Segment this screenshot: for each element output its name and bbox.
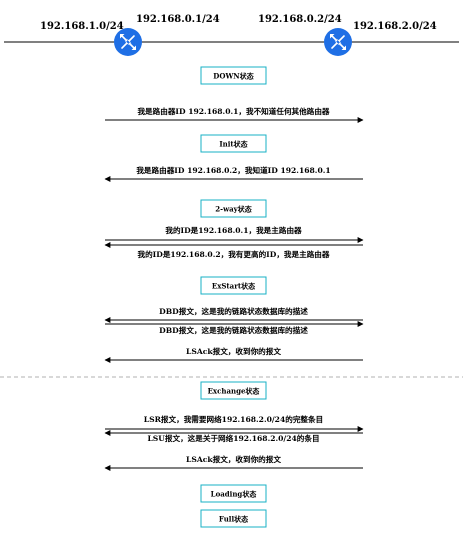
state-box-full (200, 509, 267, 528)
message-label: 我是路由器ID 192.168.0.1，我不知道任何其他路由器 (137, 106, 329, 116)
message-label: LSAck报文，收到你的报文 (186, 346, 281, 356)
state-box-exchange (200, 381, 267, 400)
state-label-exchange: Exchange状态 (208, 387, 260, 396)
message-label: LSR报文，我需要网络192.168.2.0/24的完整条目 (144, 414, 323, 424)
state-label-full: Full状态 (219, 515, 248, 524)
message-label: LSAck报文，收到你的报文 (186, 454, 281, 464)
message-label: 我是路由器ID 192.168.0.2，我知道ID 192.168.0.1 (136, 165, 330, 175)
message-label: 我的ID是192.168.0.1，我是主路由器 (165, 225, 302, 235)
message-label: DBD报文，这是我的链路状态数据库的描述 (159, 325, 308, 335)
state-label-loading: Loading状态 (211, 490, 257, 499)
network-label-middle-right: 192.168.0.2/24 (258, 14, 342, 25)
message-label: DBD报文，这是我的链路状态数据库的描述 (159, 306, 308, 316)
message-label: LSU报文，这是关于网络192.168.2.0/24的条目 (147, 433, 319, 443)
state-box-2way (200, 199, 267, 218)
state-label-down: DOWN状态 (213, 72, 253, 81)
router-icon (114, 28, 142, 56)
router-icon (324, 28, 352, 56)
network-label-middle-left: 192.168.0.1/24 (136, 14, 220, 25)
state-label-2way: 2-way状态 (215, 205, 251, 214)
state-box-loading (200, 484, 267, 503)
state-label-exstart: ExStart状态 (212, 282, 255, 291)
state-box-down (200, 66, 267, 85)
message-label: 我的ID是192.168.0.2，我有更高的ID，我是主路由器 (138, 249, 330, 259)
network-label-left: 192.168.1.0/24 (40, 21, 124, 32)
network-label-right: 192.168.2.0/24 (353, 21, 437, 32)
state-label-init: Init状态 (219, 140, 247, 149)
state-box-exstart (200, 276, 267, 295)
state-box-init (200, 134, 267, 153)
